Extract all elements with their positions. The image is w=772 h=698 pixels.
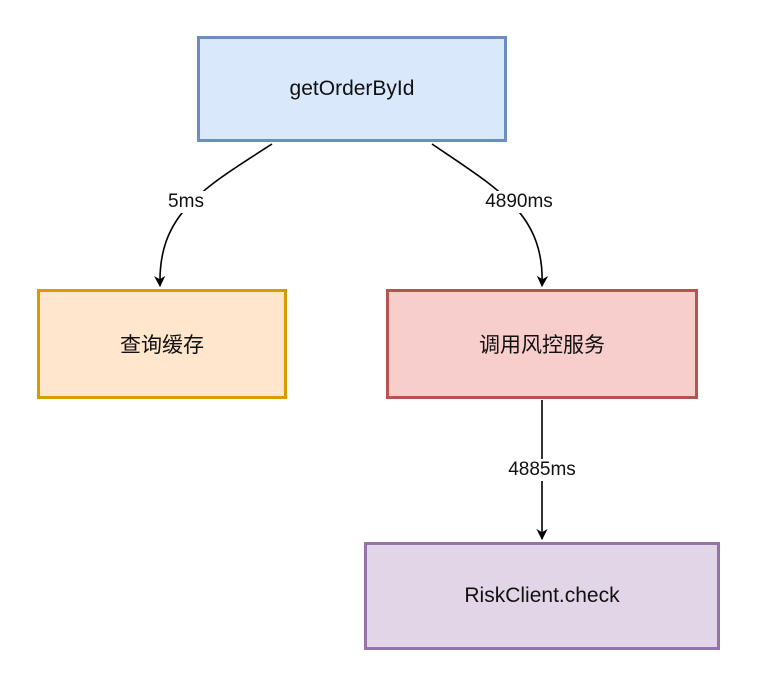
node-query-cache[interactable]: 查询缓存 <box>37 289 287 399</box>
edge-label-risk-time: 4890ms <box>483 191 555 213</box>
node-riskclient-check[interactable]: RiskClient.check <box>364 542 720 650</box>
node-query-cache-label: 查询缓存 <box>120 334 204 357</box>
edge-label-cache-time: 5ms <box>166 191 206 213</box>
edge-root-to-cache <box>154 143 273 288</box>
edge-root-to-risk <box>431 143 549 288</box>
node-riskclient-check-label: RiskClient.check <box>464 584 620 607</box>
node-call-risk-service-label: 调用风控服务 <box>479 334 605 357</box>
node-getorderbyid[interactable]: getOrderById <box>197 36 507 142</box>
node-getorderbyid-label: getOrderById <box>289 77 415 100</box>
edge-label-check-time: 4885ms <box>506 459 578 481</box>
node-call-risk-service[interactable]: 调用风控服务 <box>386 289 698 399</box>
